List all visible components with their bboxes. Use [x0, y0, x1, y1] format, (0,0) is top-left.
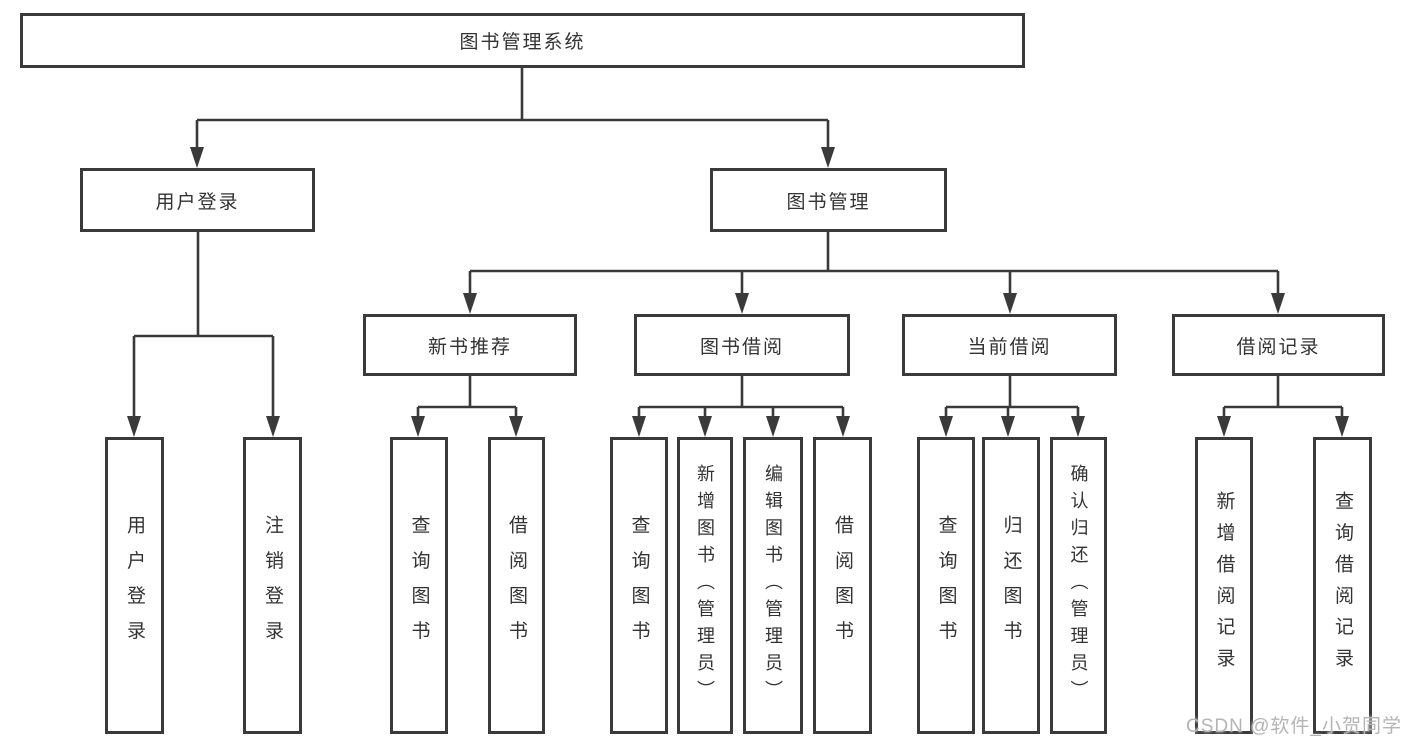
- node-user-login: 用户登录: [80, 168, 315, 232]
- node-label: 借阅图书: [832, 515, 853, 656]
- leaf-borrow-books: 借阅图书: [813, 437, 872, 734]
- leaf-return-book: 归还图书: [982, 437, 1040, 734]
- leaf-add-book-admin: 新增图书（管理员）: [677, 437, 733, 734]
- node-label: 用户登录: [124, 515, 145, 656]
- leaf-confirm-return-admin: 确认归还（管理员）: [1050, 437, 1107, 734]
- node-label: 查询图书: [935, 515, 957, 656]
- leaf-query-books-current: 查询图书: [917, 437, 975, 734]
- node-label: 图书管理系统: [459, 32, 586, 53]
- node-label: 查询图书: [408, 515, 430, 656]
- node-book-management: 图书管理: [710, 168, 947, 232]
- node-label: 归还图书: [1000, 515, 1022, 656]
- node-label: 图书借阅: [699, 336, 784, 358]
- node-label: 新增图书（管理员）: [695, 464, 715, 707]
- node-label: 用户登录: [155, 191, 240, 213]
- node-label: 编辑图书（管理员）: [763, 464, 783, 707]
- node-label: 查询借阅记录: [1332, 491, 1353, 680]
- leaf-query-books-borrow: 查询图书: [610, 437, 668, 734]
- leaf-user-login: 用户登录: [105, 437, 164, 734]
- arrowhead-icons: [127, 147, 1349, 437]
- node-book-borrow: 图书借阅: [634, 314, 850, 376]
- node-label: 确认归还（管理员）: [1068, 464, 1089, 707]
- node-label: 图书管理: [786, 191, 871, 213]
- csdn-watermark: CSDN @软件_小贺同学: [1186, 716, 1402, 737]
- node-label: 查询图书: [628, 515, 650, 656]
- node-new-book-recommend: 新书推荐: [363, 314, 577, 376]
- leaf-borrow-books-recommend: 借阅图书: [488, 437, 545, 734]
- leaf-query-borrow-record: 查询借阅记录: [1313, 437, 1372, 734]
- node-label: 新书推荐: [427, 336, 512, 358]
- node-label: 当前借阅: [967, 336, 1052, 358]
- leaf-logout: 注销登录: [243, 437, 302, 734]
- node-borrow-records: 借阅记录: [1172, 314, 1385, 376]
- leaf-query-books-recommend: 查询图书: [390, 437, 448, 734]
- node-current-borrow: 当前借阅: [902, 314, 1117, 376]
- leaf-add-borrow-record: 新增借阅记录: [1195, 437, 1253, 734]
- node-label: 注销登录: [262, 515, 283, 656]
- node-label: 借阅图书: [506, 515, 527, 656]
- node-label: 新增借阅记录: [1213, 491, 1235, 680]
- node-label: 借阅记录: [1236, 336, 1321, 358]
- leaf-edit-book-admin: 编辑图书（管理员）: [743, 437, 803, 734]
- node-system-root: 图书管理系统: [20, 13, 1025, 68]
